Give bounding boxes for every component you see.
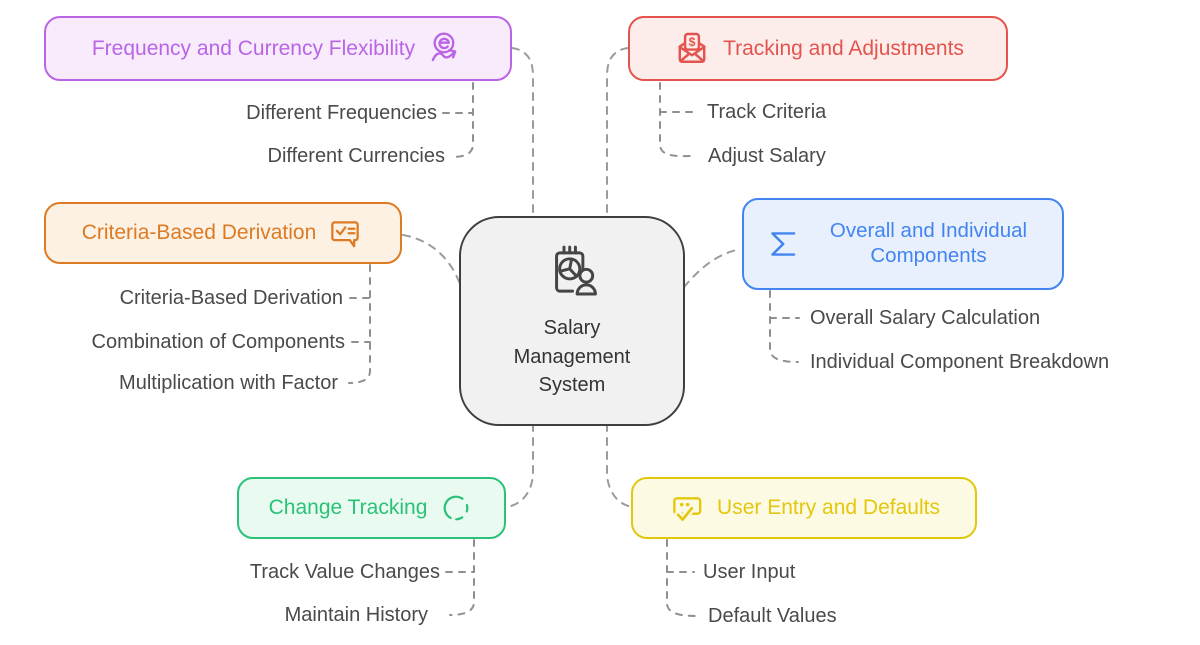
connector-center-to-criteria bbox=[402, 234, 462, 288]
center-label: Salary Management System bbox=[514, 314, 631, 399]
child-label-combination-of-components: Combination of Components bbox=[91, 331, 345, 353]
child-label-adjust-salary: Adjust Salary bbox=[708, 145, 826, 167]
child-label-different-frequencies: Different Frequencies bbox=[246, 102, 437, 124]
branch-node-change-tracking: Change Tracking bbox=[237, 477, 506, 539]
branch-label-tracking-adjustments: Tracking and Adjustments bbox=[723, 36, 964, 60]
connector-center-to-overall bbox=[683, 248, 742, 288]
report-person-icon bbox=[540, 242, 604, 306]
branch-label-user-entry-defaults: User Entry and Defaults bbox=[717, 496, 940, 520]
center-label-line-3: System bbox=[538, 374, 606, 397]
child-label-default-values: Default Values bbox=[708, 605, 837, 627]
spine-tracking-children bbox=[659, 82, 692, 158]
branch-node-frequency-currency: Frequency and Currency Flexibility bbox=[44, 16, 512, 81]
comment-check-icon bbox=[327, 215, 364, 252]
spine-frequency-children bbox=[451, 82, 474, 158]
center-label-line-2: Management bbox=[513, 345, 631, 368]
spine-change-children bbox=[449, 539, 475, 616]
branch-label-change-tracking: Change Tracking bbox=[268, 496, 428, 520]
center-node-salary-management-system: Salary Management System bbox=[459, 216, 685, 426]
currency-trend-icon bbox=[426, 30, 464, 68]
child-label-different-currencies: Different Currencies bbox=[267, 145, 445, 167]
sigma-icon bbox=[763, 224, 803, 264]
child-label-criteria-based-derivation: Criteria-Based Derivation bbox=[119, 287, 343, 309]
child-label-overall-salary-calculation: Overall Salary Calculation bbox=[810, 307, 1041, 329]
child-label-multiplication-with-factor: Multiplication with Factor bbox=[119, 372, 338, 394]
branch-label-frequency-currency: Frequency and Currency Flexibility bbox=[91, 36, 416, 60]
branch-node-tracking-adjustments: $ Tracking and Adjustments bbox=[628, 16, 1008, 81]
dashed-circle-icon bbox=[438, 490, 474, 526]
connector-center-to-frequency bbox=[511, 47, 534, 219]
connector-center-to-user bbox=[606, 423, 633, 508]
child-label-maintain-history: Maintain History bbox=[284, 604, 428, 626]
mail-dollar-icon: $ bbox=[672, 29, 712, 69]
branch-node-criteria-derivation: Criteria-Based Derivation bbox=[44, 202, 402, 264]
connector-center-to-change bbox=[506, 423, 534, 508]
spine-user-children bbox=[666, 539, 697, 617]
spine-criteria-children bbox=[348, 264, 371, 384]
child-label-user-input: User Input bbox=[703, 561, 796, 583]
child-label-individual-component-breakdown: Individual Component Breakdown bbox=[810, 351, 1110, 373]
input-check-icon bbox=[668, 489, 706, 527]
child-label-track-criteria: Track Criteria bbox=[707, 101, 827, 123]
branch-label-criteria-derivation: Criteria-Based Derivation bbox=[81, 221, 317, 245]
connector-center-to-tracking bbox=[606, 47, 629, 219]
center-label-line-1: Salary bbox=[543, 317, 601, 340]
svg-text:$: $ bbox=[689, 34, 696, 48]
branch-label-overall-individual: Overall and Individual Components bbox=[829, 219, 1028, 267]
branch-node-overall-individual: Overall and Individual Components bbox=[742, 198, 1064, 290]
branch-node-user-entry-defaults: User Entry and Defaults bbox=[631, 477, 977, 539]
child-label-track-value-changes: Track Value Changes bbox=[249, 561, 440, 583]
spine-overall-children bbox=[769, 290, 799, 363]
